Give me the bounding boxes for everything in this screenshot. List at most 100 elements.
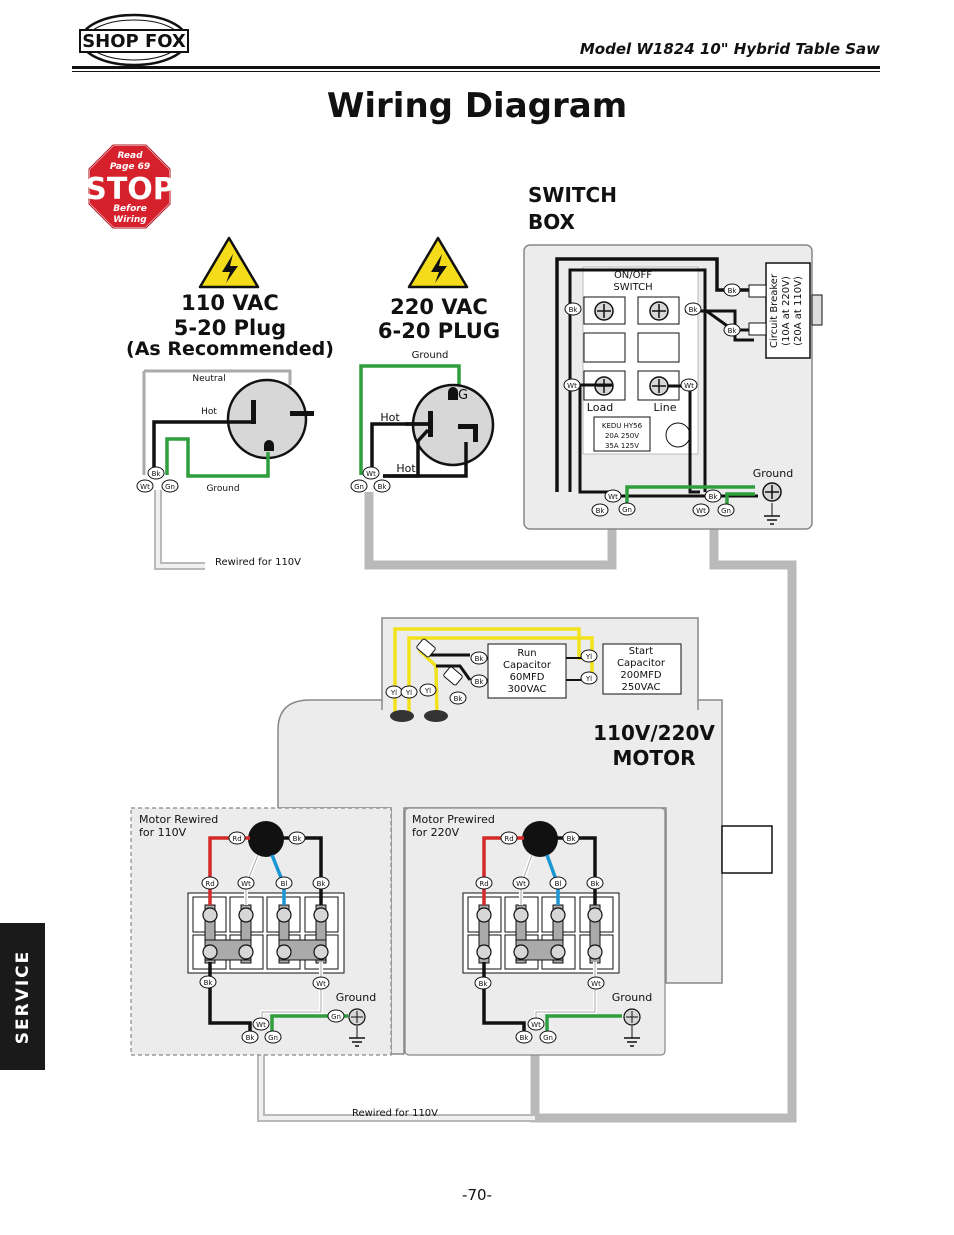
warning-electric-icon xyxy=(198,236,260,289)
header-rule xyxy=(72,66,880,69)
stop-before: Before xyxy=(113,204,147,214)
section-tab: SERVICE xyxy=(0,923,45,1070)
svg-text:Wt: Wt xyxy=(696,507,706,515)
svg-text:Bk: Bk xyxy=(479,980,489,988)
plug110-title-voltage: 110 VAC xyxy=(181,291,279,315)
svg-text:Gn: Gn xyxy=(354,483,364,491)
svg-text:Wt: Wt xyxy=(608,493,618,501)
plug110-title-plug: 5-20 Plug xyxy=(174,316,286,340)
run-cap-4: 300VAC xyxy=(508,684,547,695)
switch-line-label: Line xyxy=(654,401,677,414)
hot-label-220-b: Hot xyxy=(396,462,416,475)
svg-text:Gn: Gn xyxy=(268,1034,278,1042)
svg-text:Wt: Wt xyxy=(256,1021,266,1029)
svg-text:Gn: Gn xyxy=(543,1034,553,1042)
switch-model-2: 20A 250V xyxy=(605,432,639,440)
switch-model-3: 35A 125V xyxy=(605,442,639,450)
svg-text:Wt: Wt xyxy=(140,483,150,491)
stop-wiring: Wiring xyxy=(113,215,147,225)
ground-g-label: G xyxy=(458,388,468,403)
switch-box-title-2: BOX xyxy=(528,210,576,234)
switch-wire-tags: Bk Bk Bk Bk Wt Wt Wt Bk Gn Bk Wt Gn xyxy=(563,283,741,517)
motor-panel-110 xyxy=(130,807,392,1056)
plug110-title-recommended: (As Recommended) xyxy=(126,338,334,360)
ground-label-110: Ground xyxy=(206,484,239,494)
start-cap-1: Start xyxy=(629,646,654,657)
svg-text:Wt: Wt xyxy=(684,382,694,390)
warning-electric-icon xyxy=(407,236,469,289)
breaker-label-1: Circuit Breaker xyxy=(769,273,780,348)
svg-text:Bk: Bk xyxy=(567,835,577,843)
svg-text:Rd: Rd xyxy=(479,880,488,888)
stop-word: STOP xyxy=(85,172,175,207)
svg-text:Wt: Wt xyxy=(567,382,577,390)
motor-left-label-2: for 110V xyxy=(139,826,187,839)
start-cap-3: 200MFD xyxy=(620,670,661,681)
shop-fox-logo: SHOP FOX xyxy=(79,13,189,67)
run-cap-1: Run xyxy=(517,648,536,659)
svg-text:Wt: Wt xyxy=(366,470,376,478)
capacitor-box xyxy=(381,617,699,722)
plug-wire-tags: Bk Wt Gn Wt Gn Bk xyxy=(136,466,391,493)
motor-left-wire-tags: Rd Bk Rd Wt Bl Bk Bk Wt Wt Bk Gn Gn xyxy=(199,831,345,1044)
svg-text:Yl: Yl xyxy=(405,689,412,697)
switch-ground-label: Ground xyxy=(753,467,793,480)
svg-text:Rd: Rd xyxy=(205,880,214,888)
svg-text:Bk: Bk xyxy=(520,1034,530,1042)
capacitor-wire-tags: Bk Bk Bk Yl Yl Yl Yl Yl xyxy=(385,649,598,705)
svg-text:Bk: Bk xyxy=(569,306,579,314)
neutral-label: Neutral xyxy=(192,374,225,384)
svg-text:Gn: Gn xyxy=(165,483,175,491)
switch-box-title-1: SWITCH xyxy=(528,183,617,207)
motor-cord xyxy=(257,523,797,1123)
run-cap-3: 60MFD xyxy=(510,672,545,683)
svg-text:Bk: Bk xyxy=(728,287,738,295)
page-number: -70- xyxy=(462,1186,492,1204)
stop-read: Read xyxy=(117,151,143,161)
section-tab-label: SERVICE xyxy=(12,949,33,1044)
motor-right-label-1: Motor Prewired xyxy=(412,813,495,826)
svg-text:Bk: Bk xyxy=(454,695,464,703)
svg-text:Yl: Yl xyxy=(424,687,431,695)
model-title: Model W1824 10" Hybrid Table Saw xyxy=(580,40,880,58)
power-cord-110 xyxy=(154,490,205,570)
motor-title-2: MOTOR xyxy=(613,746,696,770)
svg-text:Yl: Yl xyxy=(390,689,397,697)
rewired-label-bottom: Rewired for 110V xyxy=(352,1108,438,1119)
svg-text:Wt: Wt xyxy=(591,980,601,988)
start-cap-2: Capacitor xyxy=(617,658,666,669)
svg-text:Yl: Yl xyxy=(585,675,592,683)
page-title: Wiring Diagram xyxy=(327,86,627,126)
rewired-label-top: Rewired for 110V xyxy=(215,557,301,568)
svg-text:Bk: Bk xyxy=(378,483,388,491)
svg-text:Bk: Bk xyxy=(689,306,699,314)
motor-body xyxy=(277,699,773,1055)
switch-load-label: Load xyxy=(587,401,613,414)
svg-text:Wt: Wt xyxy=(241,880,251,888)
plug-220-6-20 xyxy=(359,364,495,478)
svg-text:Gn: Gn xyxy=(622,506,632,514)
svg-text:Bk: Bk xyxy=(317,880,327,888)
stop-page: Page 69 xyxy=(110,162,150,172)
breaker-label-2: (10A at 220V) xyxy=(781,276,792,346)
switch-box xyxy=(523,244,823,530)
motor-right-label-2: for 220V xyxy=(412,826,460,839)
run-cap-2: Capacitor xyxy=(503,660,552,671)
svg-text:Wt: Wt xyxy=(316,980,326,988)
svg-text:Bk: Bk xyxy=(596,507,606,515)
motor-left-label-1: Motor Rewired xyxy=(139,813,218,826)
switch-model-1: KEDU HY56 xyxy=(602,422,643,430)
svg-text:Wt: Wt xyxy=(516,880,526,888)
svg-text:Gn: Gn xyxy=(721,507,731,515)
motor-right-ground: Ground xyxy=(612,991,652,1004)
svg-text:Bk: Bk xyxy=(204,979,214,987)
svg-text:Yl: Yl xyxy=(585,653,592,661)
plug220-title-voltage: 220 VAC xyxy=(390,295,488,319)
motor-left-ground: Ground xyxy=(336,991,376,1004)
power-cord-220 xyxy=(364,492,617,570)
breaker-label-3: (20A at 110V) xyxy=(793,276,804,346)
plug220-title-plug: 6-20 PLUG xyxy=(378,319,500,343)
svg-text:Bk: Bk xyxy=(475,678,485,686)
svg-text:Wt: Wt xyxy=(531,1021,541,1029)
